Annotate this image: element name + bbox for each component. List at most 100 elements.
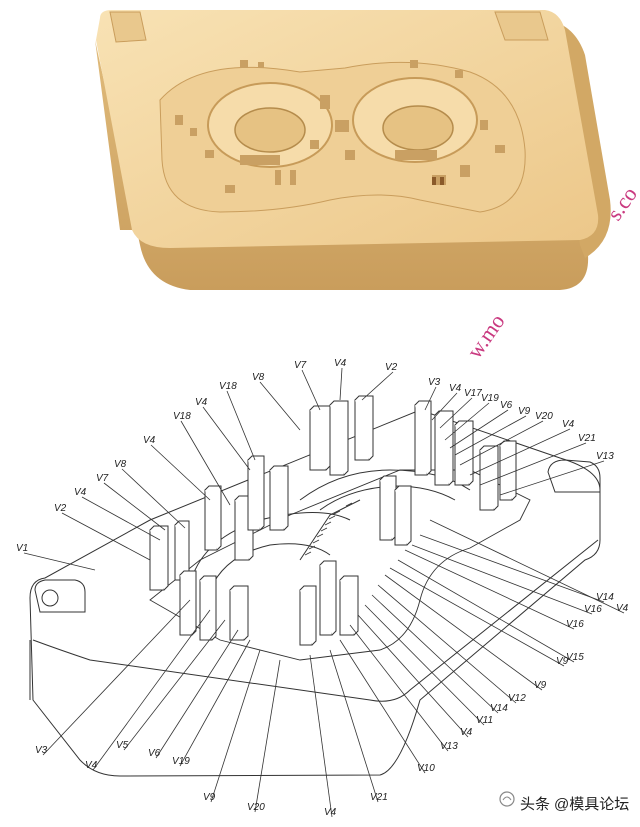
callout-label-v14: V14 xyxy=(490,703,508,714)
leader-line xyxy=(479,442,587,486)
callout-label-v3: V3 xyxy=(428,377,441,388)
callout-label-v6: V6 xyxy=(500,400,513,411)
pin-block-side xyxy=(414,400,432,476)
pin-block-side xyxy=(329,400,349,476)
leader-line xyxy=(397,559,575,663)
source-name: 头条 xyxy=(520,795,551,813)
leader-line xyxy=(439,397,473,429)
callout-label-v9: V9 xyxy=(556,656,569,667)
leader-line xyxy=(389,567,565,667)
callout-label-v14: V14 xyxy=(596,592,614,603)
callout-label-v20: V20 xyxy=(535,411,553,422)
leader-line xyxy=(210,649,261,803)
leader-line xyxy=(259,381,301,431)
callout-label-v3: V3 xyxy=(35,745,48,756)
callout-label-v4: V4 xyxy=(562,419,575,430)
leader-line xyxy=(329,649,379,803)
pin-block-side xyxy=(299,585,317,646)
callout-label-v9: V9 xyxy=(518,406,531,417)
pin-block-side xyxy=(179,570,197,636)
callout-label-v20: V20 xyxy=(247,802,265,813)
callout-label-v7: V7 xyxy=(96,473,109,484)
pin-block-side xyxy=(394,485,412,546)
pin-block-side xyxy=(269,465,289,531)
callout-label-v4: V4 xyxy=(324,807,337,818)
leader-line xyxy=(404,549,575,630)
callout-label-v18: V18 xyxy=(219,381,237,392)
callout-label-v13: V13 xyxy=(596,451,614,462)
callout-label-v8: V8 xyxy=(114,459,127,470)
pin-blocks xyxy=(149,395,517,646)
pin-block-side xyxy=(247,455,265,531)
leader-line xyxy=(226,390,256,461)
callout-label-v19: V19 xyxy=(172,756,190,767)
leader-line xyxy=(202,406,251,471)
callout-label-v10: V10 xyxy=(417,763,435,774)
callout-label-v5: V5 xyxy=(116,740,129,751)
callout-label-v4: V4 xyxy=(449,383,462,394)
leader-line xyxy=(121,468,186,529)
callout-label-v21: V21 xyxy=(370,792,388,803)
source-credit: 头条@模具论坛 xyxy=(498,790,634,816)
pin-block-side xyxy=(319,560,337,636)
leader-line xyxy=(42,599,191,756)
source-handle: @模具论坛 xyxy=(554,795,630,813)
callout-label-v13: V13 xyxy=(440,741,458,752)
pin-block-side xyxy=(339,575,359,636)
leader-line xyxy=(384,574,543,691)
leader-line xyxy=(155,629,239,759)
callout-label-v18: V18 xyxy=(173,411,191,422)
pin-block-side xyxy=(434,410,454,486)
callout-label-v6: V6 xyxy=(148,748,161,759)
mold-3d-render xyxy=(95,10,611,290)
leader-line xyxy=(339,639,426,774)
leader-line xyxy=(103,482,166,531)
leader-line xyxy=(339,367,343,401)
leader-line xyxy=(469,428,571,476)
leader-line xyxy=(377,584,517,704)
leader-line xyxy=(431,392,458,421)
callout-label-v4: V4 xyxy=(85,760,98,771)
leader-line xyxy=(364,604,485,726)
leader-line xyxy=(361,371,394,401)
leader-line xyxy=(424,386,437,411)
callout-label-v4: V4 xyxy=(74,487,87,498)
leader-line xyxy=(23,552,96,571)
svg-text:w.mo: w.mo xyxy=(462,309,510,363)
leader-line xyxy=(499,460,605,496)
callout-label-v17: V17 xyxy=(464,388,482,399)
leader-line xyxy=(411,544,593,615)
leader-line xyxy=(454,415,527,456)
callout-label-v16: V16 xyxy=(566,619,584,630)
callout-label-v7: V7 xyxy=(294,360,307,371)
pin-block-side xyxy=(354,395,374,461)
callout-label-v4: V4 xyxy=(334,358,347,369)
pin-block-side xyxy=(454,420,474,486)
callout-label-v4: V4 xyxy=(195,397,208,408)
leader-line xyxy=(81,496,161,541)
leader-line xyxy=(180,420,231,506)
leader-line xyxy=(357,614,469,738)
leader-line xyxy=(444,402,490,441)
callout-label-v4: V4 xyxy=(616,603,629,614)
pin-block-side xyxy=(204,485,222,551)
callout-label-v2: V2 xyxy=(385,362,398,373)
leader-line xyxy=(92,609,211,771)
callout-label-v4: V4 xyxy=(460,727,473,738)
callout-label-v11: V11 xyxy=(476,715,493,726)
leader-line xyxy=(254,659,281,813)
leader-lines xyxy=(23,367,625,818)
callout-label-v19: V19 xyxy=(481,393,499,404)
leader-line xyxy=(349,624,449,752)
leader-line xyxy=(309,654,333,818)
leader-line xyxy=(459,420,544,466)
leader-line xyxy=(419,534,605,603)
leader-line xyxy=(371,594,499,714)
leader-line xyxy=(301,369,321,411)
leader-line xyxy=(61,512,151,561)
callout-label-v4: V4 xyxy=(143,435,156,446)
pin-block-side xyxy=(479,445,499,511)
pin-block-side xyxy=(149,525,169,591)
